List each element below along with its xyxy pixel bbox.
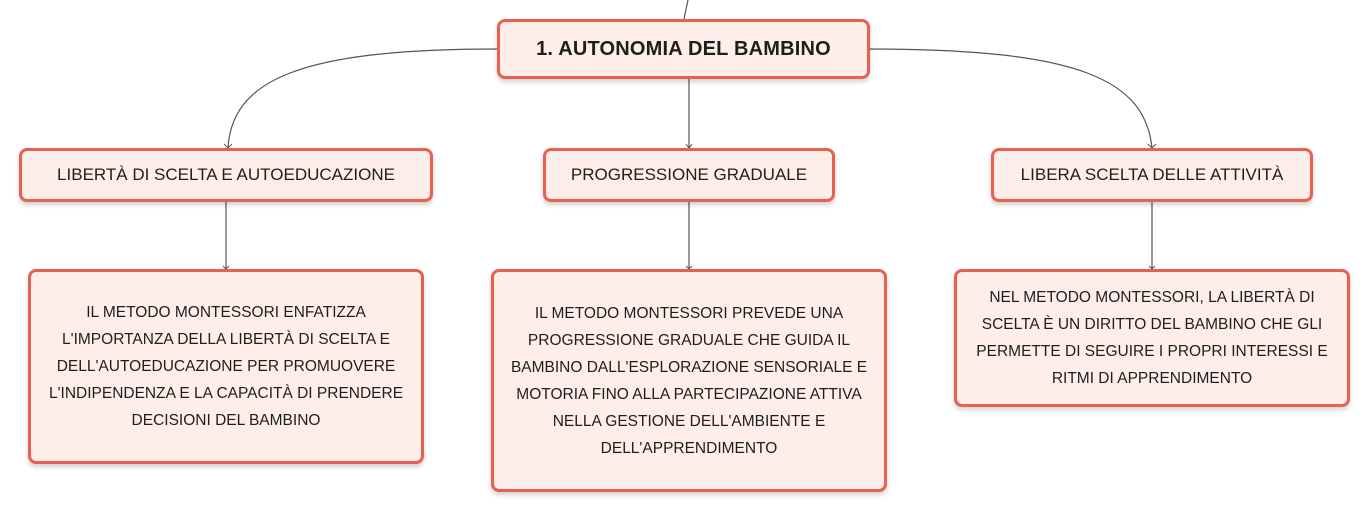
topic-node-progressione-graduale[interactable]: PROGRESSIONE GRADUALE: [543, 148, 835, 202]
connector-parent-to-root: [683, 0, 689, 20]
detail-node-liberta-di-scelta[interactable]: IL METODO MONTESSORI ENFATIZZA L'IMPORTA…: [28, 269, 424, 464]
detail-node-progressione-graduale[interactable]: IL METODO MONTESSORI PREVEDE UNA PROGRES…: [491, 269, 887, 492]
root-node-label: 1. AUTONOMIA DEL BAMBINO: [536, 37, 831, 60]
connector-root-to-topic-1: [227, 48, 498, 149]
connector-root-to-topic-3: [869, 48, 1153, 149]
topic-node-liberta-di-scelta[interactable]: LIBERTÀ DI SCELTA E AUTOEDUCAZIONE: [19, 148, 433, 202]
detail-node-text: NEL METODO MONTESSORI, LA LIBERTÀ DI SCE…: [976, 289, 1328, 387]
detail-node-text: IL METODO MONTESSORI PREVEDE UNA PROGRES…: [510, 304, 868, 457]
topic-node-label: LIBERTÀ DI SCELTA E AUTOEDUCAZIONE: [57, 165, 395, 184]
topic-node-libera-scelta[interactable]: LIBERA SCELTA DELLE ATTIVITÀ: [991, 148, 1313, 202]
topic-node-label: PROGRESSIONE GRADUALE: [570, 165, 808, 184]
topic-node-label: LIBERA SCELTA DELLE ATTIVITÀ: [1020, 165, 1284, 184]
detail-node-text: IL METODO MONTESSORI ENFATIZZA L'IMPORTA…: [48, 304, 404, 429]
root-node[interactable]: 1. AUTONOMIA DEL BAMBINO: [497, 19, 870, 79]
detail-node-libera-scelta[interactable]: NEL METODO MONTESSORI, LA LIBERTÀ DI SCE…: [954, 269, 1350, 407]
